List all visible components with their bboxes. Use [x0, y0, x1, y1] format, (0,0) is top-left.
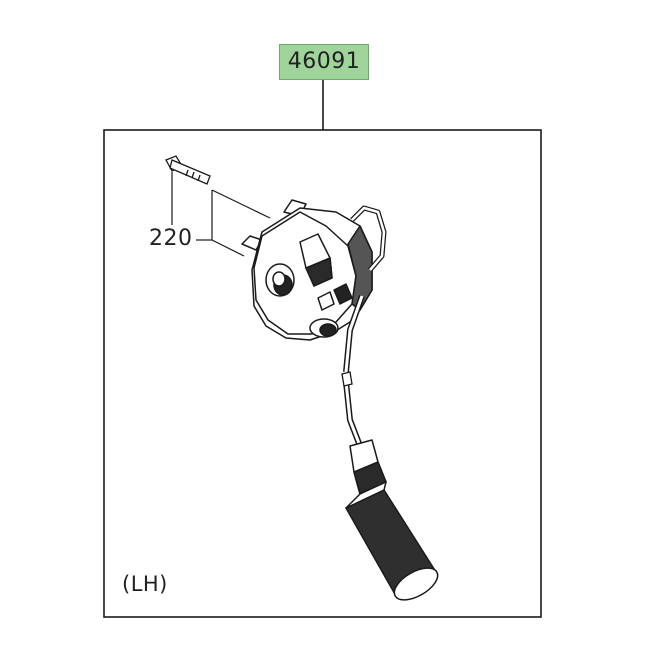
bolt-part-number-label[interactable]: 220 — [149, 226, 193, 251]
wire-harness-icon — [341, 295, 365, 448]
connector-icon — [345, 439, 439, 601]
part-number-label[interactable]: 46091 — [279, 44, 369, 80]
bolt-icon — [165, 155, 211, 185]
side-indicator-label: (LH) — [122, 572, 168, 596]
switch-housing-icon — [241, 199, 387, 341]
assembly-frame — [103, 129, 542, 618]
bolt-leader-lines — [171, 172, 271, 257]
